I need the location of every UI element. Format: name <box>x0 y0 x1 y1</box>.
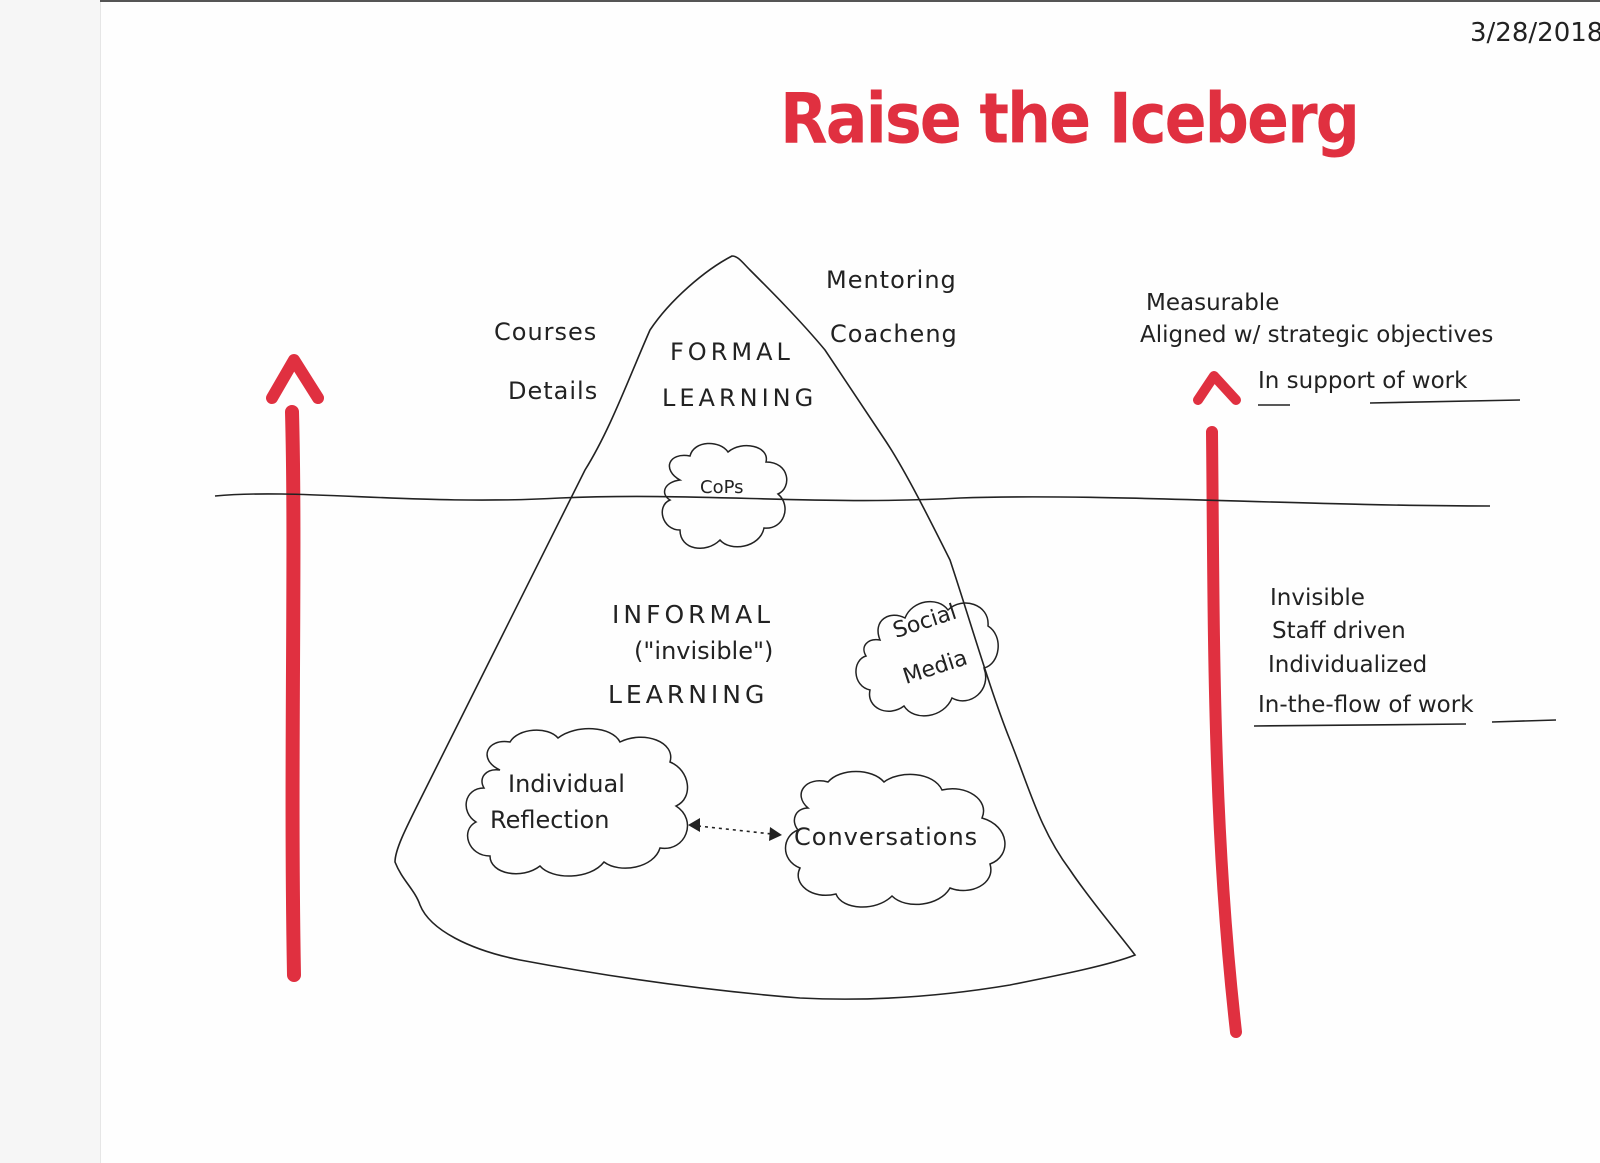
label-conversations: Conversations <box>794 823 979 851</box>
label-details: Details <box>508 377 599 405</box>
social-media-cloud <box>855 600 999 717</box>
reflection-conversation-link <box>688 818 782 841</box>
conversations-cloud <box>784 770 1006 908</box>
reflection-line2: Reflection <box>490 806 610 834</box>
label-mentoring: Mentoring <box>826 266 957 294</box>
water-line <box>214 493 1491 507</box>
trait-measurable: Measurable <box>1146 290 1280 316</box>
trait-support: In support of work <box>1258 368 1468 394</box>
left-rise-arrow <box>266 354 324 982</box>
paper-margin <box>0 0 101 1163</box>
trait-aligned: Aligned w/ strategic objectives <box>1140 322 1494 348</box>
reflection-cloud <box>465 727 689 877</box>
formal-label-line2: LEARNING <box>662 384 818 412</box>
trait-individualized: Individualized <box>1268 652 1428 678</box>
iceberg-outline <box>394 255 1137 1000</box>
formal-label-line1: FORMAL <box>670 338 794 366</box>
trait-invisible: Invisible <box>1270 585 1365 611</box>
label-courses: Courses <box>494 318 598 346</box>
trait-staff-driven: Staff driven <box>1272 618 1406 644</box>
trait-flow: In-the-flow of work <box>1258 692 1474 718</box>
informal-label-line3: LEARNING <box>608 680 769 709</box>
label-cops: CoPs <box>700 477 744 498</box>
right-rise-arrow <box>1193 371 1242 1038</box>
informal-label-line1: INFORMAL <box>612 600 775 629</box>
paper-top-edge <box>100 0 1600 2</box>
label-coaching: Coacheng <box>830 320 958 348</box>
page-title: Raise the Iceberg <box>780 77 1360 160</box>
date-stamp: 3/28/2018 <box>1470 18 1600 48</box>
informal-label-line2: ("invisible") <box>634 637 774 665</box>
cops-cloud <box>661 442 788 549</box>
reflection-line1: Individual <box>508 770 625 798</box>
